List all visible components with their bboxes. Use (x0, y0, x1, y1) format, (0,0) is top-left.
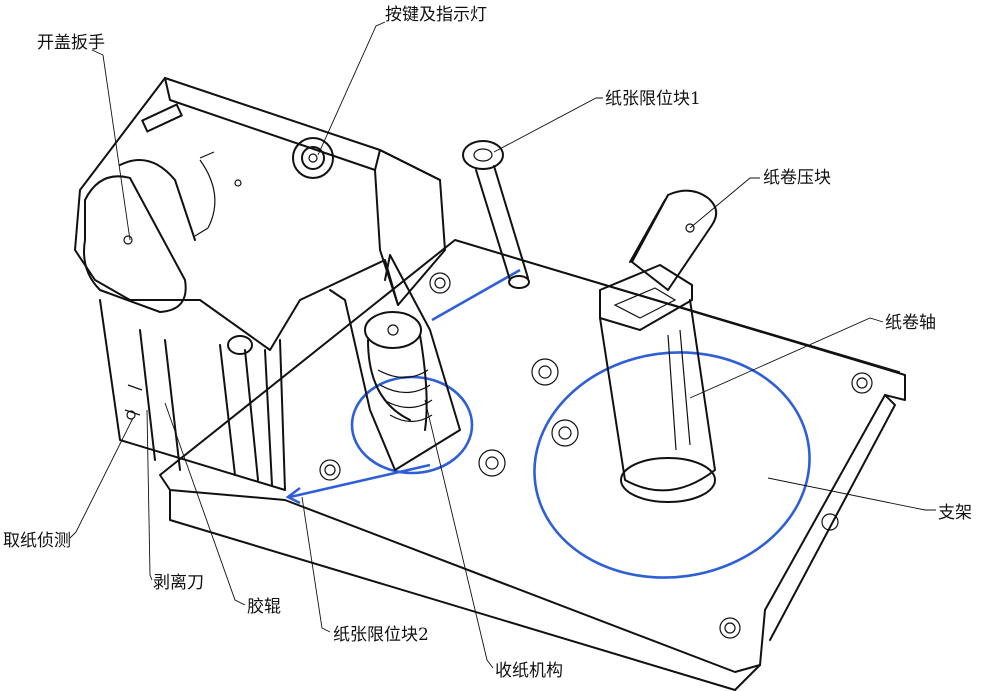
label-bracket: 支架 (938, 503, 972, 523)
label-paper-stop-1: 纸张限位块1 (605, 89, 701, 109)
front-roller-assembly (99, 299, 286, 491)
label-paper-detection: 取纸侦测 (3, 531, 71, 551)
label-peel-knife: 剥离刀 (153, 573, 204, 593)
paper-stop-1 (462, 140, 530, 289)
roll-shaft (599, 189, 718, 503)
label-rubber-roller: 胶辊 (247, 597, 281, 617)
label-buttons-indicators: 按键及指示灯 (385, 5, 487, 25)
paper-path (285, 268, 811, 579)
leader-lines (69, 21, 936, 669)
label-roll-shaft: 纸卷轴 (885, 313, 936, 333)
label-cover-lever: 开盖扳手 (37, 33, 105, 53)
label-paper-stop-2: 纸张限位块2 (333, 625, 429, 645)
print-head-housing (74, 77, 446, 351)
cover-lever (83, 159, 196, 313)
label-rewind-mechanism: 收纸机构 (495, 661, 563, 681)
label-roll-press-block: 纸卷压块 (763, 168, 831, 188)
base-plate (159, 239, 906, 691)
rewind-mechanism (329, 254, 461, 471)
